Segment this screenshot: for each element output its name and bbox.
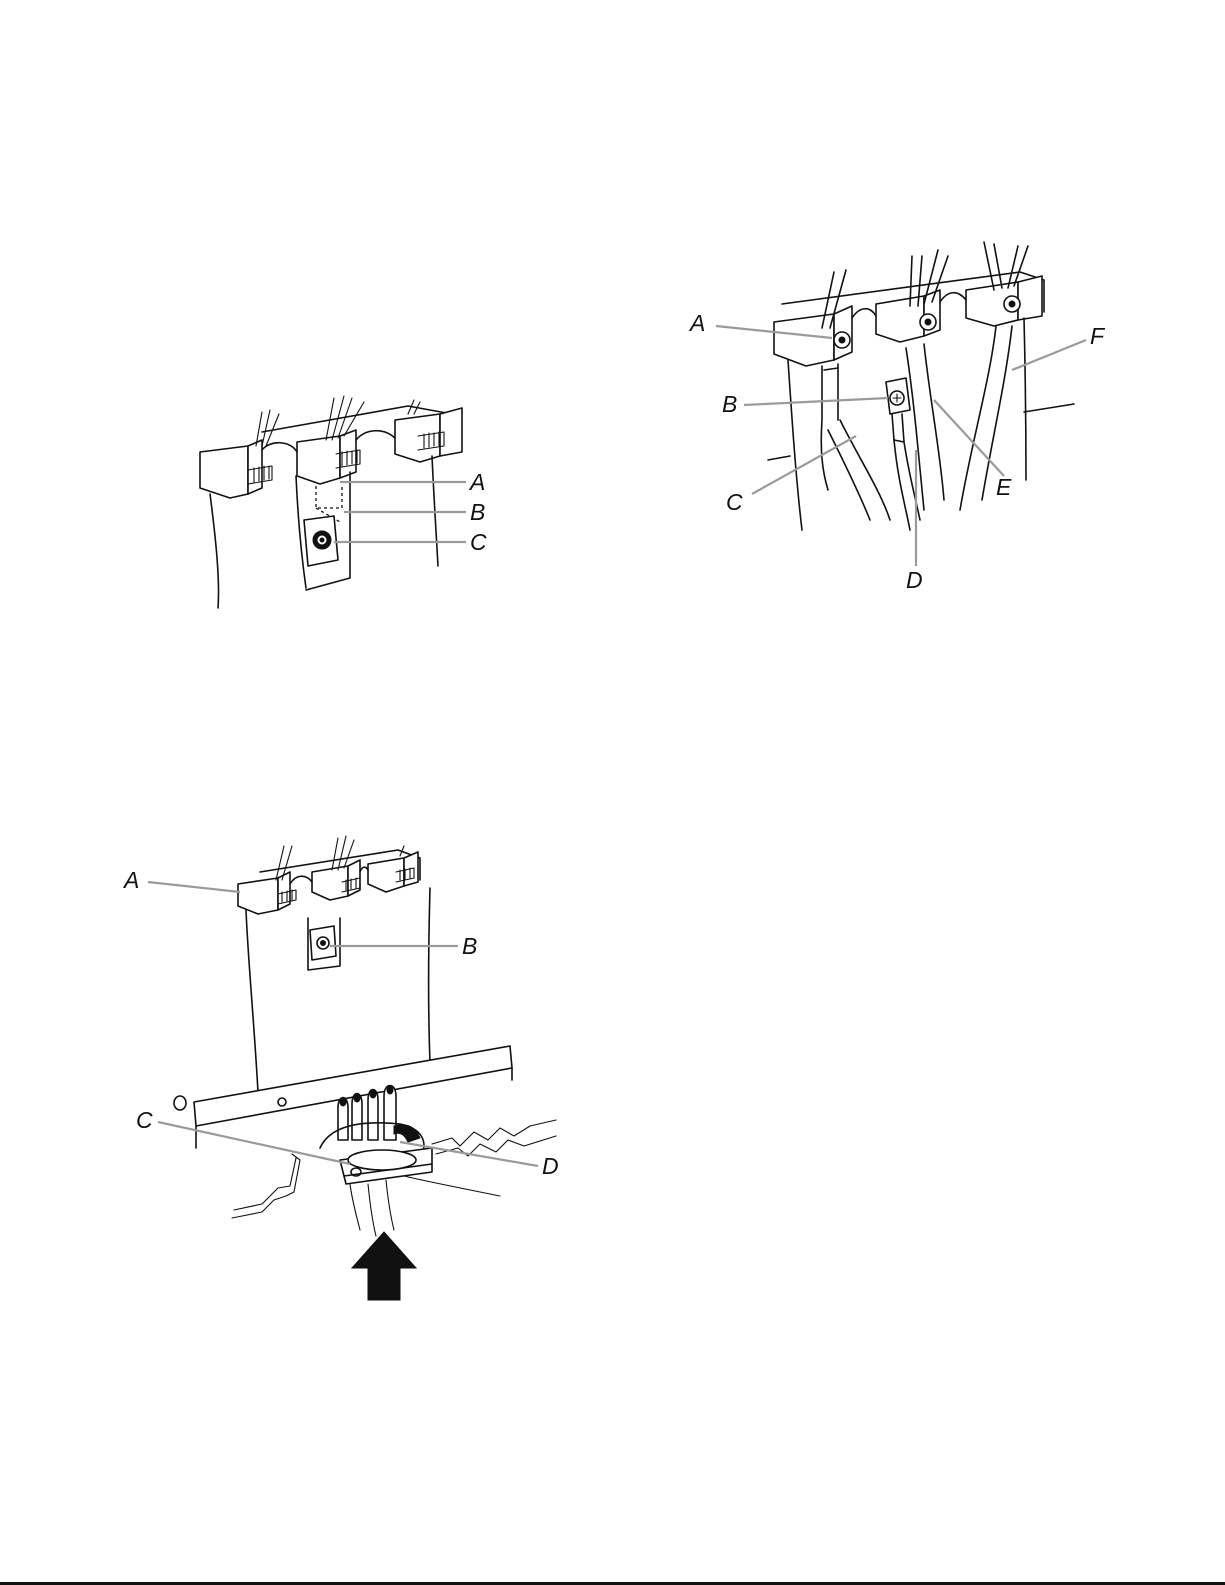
fig2-label-d: D <box>906 567 923 593</box>
fig3-label-a: A <box>122 867 139 893</box>
fig3-label-b: B <box>462 933 477 959</box>
fig3-label-d: D <box>542 1153 559 1179</box>
figure-3-strain-relief: A B C D <box>122 836 559 1300</box>
fig2-label-e: E <box>996 474 1012 500</box>
up-arrow-icon <box>352 1232 416 1300</box>
fig2-label-a: A <box>688 310 705 336</box>
fig1-label-a: A <box>468 469 485 495</box>
figure-1-terminal-block: A B C <box>200 396 487 608</box>
fig1-label-b: B <box>470 499 485 525</box>
fig1-label-c: C <box>470 529 487 555</box>
fig2-label-b: B <box>722 391 737 417</box>
figure-2-terminal-block-wiring: A B C D E F <box>688 242 1106 593</box>
fig3-label-c: C <box>136 1107 153 1133</box>
fig2-label-c: C <box>726 489 743 515</box>
fig2-label-f: F <box>1090 323 1106 349</box>
